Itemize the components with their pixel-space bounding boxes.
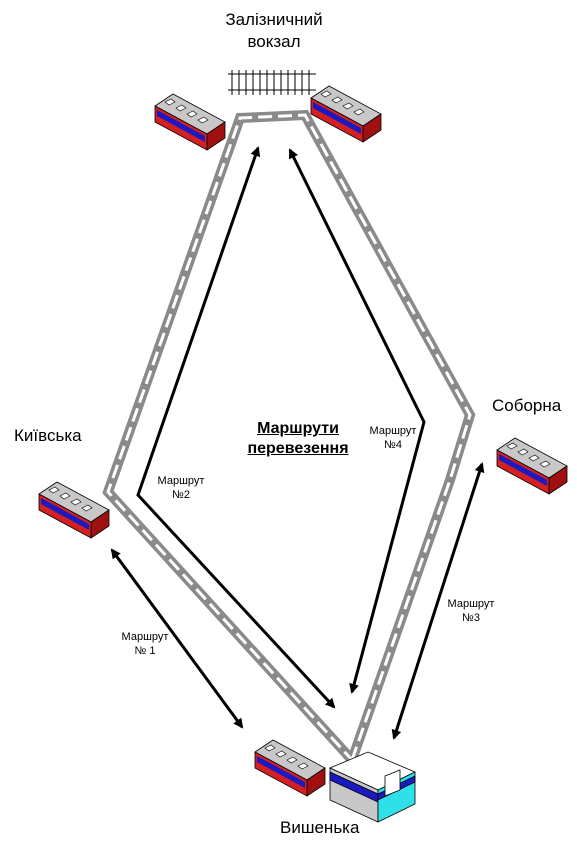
route2-label: Маршрут №2 (150, 474, 212, 502)
route2-label-line1: Маршрут (157, 475, 205, 487)
route3-label-line2: №3 (462, 612, 480, 624)
diagram-title: Маршрути перевезення (236, 419, 360, 459)
station-kyivska-label: Київська (14, 426, 82, 445)
route4-arrow (288, 148, 426, 694)
route2-arrow (136, 146, 336, 709)
station-railway-line2: вокзал (247, 32, 301, 51)
railway-track-icon (228, 70, 316, 95)
tram-icon (496, 437, 568, 495)
station-railway-label: Залізничний вокзал (212, 9, 336, 53)
diagram-title-line1: Маршрути (257, 420, 339, 437)
route3-label: Маршрут №3 (440, 597, 502, 625)
tram-icon (154, 93, 226, 151)
tram-icon (310, 85, 382, 143)
route1-label-line1: Маршрут (121, 631, 169, 643)
route1-label-line2: № 1 (134, 645, 156, 657)
route3-label-line1: Маршрут (447, 598, 495, 610)
route-arrows (110, 146, 485, 740)
route4-label-line1: Маршрут (369, 425, 417, 437)
station-soborna-label: Соборна (492, 396, 562, 415)
depot-building-icon (329, 751, 416, 823)
route4-label: Маршрут №4 (362, 424, 424, 452)
route4-label-line2: №4 (384, 439, 402, 451)
diagram-title-line2: перевезення (247, 440, 349, 457)
route1-arrow (110, 548, 244, 729)
station-vyshenka-label: Вишенька (280, 818, 360, 837)
tram-icon (254, 739, 326, 797)
station-railway-line1: Залізничний (225, 10, 323, 29)
tram-icon (38, 481, 110, 539)
route3-arrow (391, 462, 485, 740)
route1-label: Маршрут № 1 (114, 630, 176, 658)
route2-label-line2: №2 (172, 489, 190, 501)
